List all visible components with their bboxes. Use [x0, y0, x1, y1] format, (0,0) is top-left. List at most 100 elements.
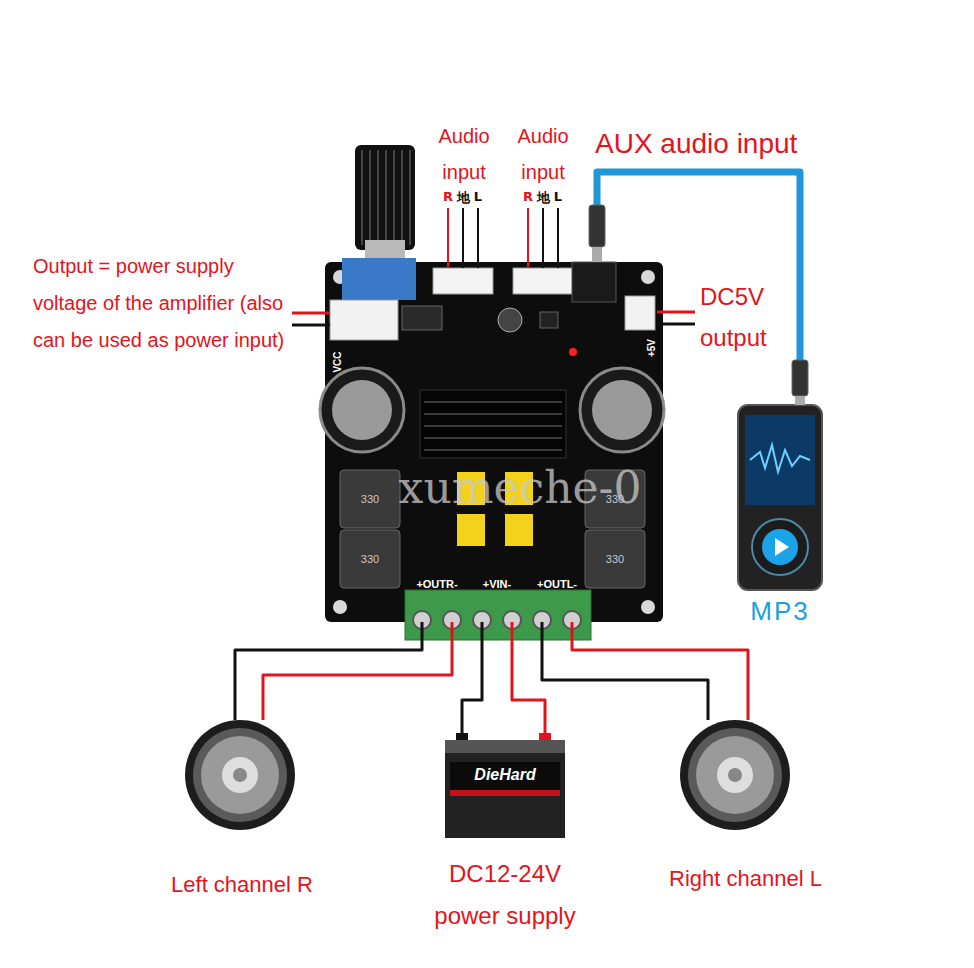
speaker-wire [263, 622, 452, 720]
heatsink [420, 390, 566, 458]
pin-line [462, 208, 464, 268]
port-label: Audio input [427, 118, 501, 190]
film-capacitor [505, 514, 533, 546]
diode [402, 306, 442, 330]
dust-cap-center [233, 768, 247, 782]
audio-plug [792, 360, 808, 396]
battery-body [445, 753, 565, 838]
leader-line [292, 312, 330, 315]
edge-group [235, 172, 800, 735]
mp3-button [752, 519, 808, 575]
dust-cap [222, 757, 258, 793]
battery-brand: DieHard [474, 766, 535, 784]
ridge [393, 150, 395, 245]
audio-plug [589, 205, 605, 247]
knob-ridges [362, 150, 410, 245]
play-button [762, 529, 798, 565]
led [569, 348, 577, 356]
speaker: Right channel L [664, 720, 827, 900]
mount-hole [641, 270, 655, 284]
terminal-block [405, 590, 591, 640]
dust-cap-center [728, 768, 742, 782]
pin-line [477, 208, 479, 268]
electrolytic-capacitor [320, 368, 404, 452]
speaker-wire [572, 622, 748, 720]
leader-line [657, 323, 695, 326]
heatsink-fins [424, 402, 562, 450]
dust-cap [717, 757, 753, 793]
pin-name: 地 [457, 189, 470, 207]
audio-connector [433, 268, 493, 294]
inductor [340, 530, 400, 588]
mp3-body [738, 405, 822, 590]
mp3-screen [745, 415, 815, 505]
pin-name: 地 [537, 189, 550, 207]
pin-line [557, 208, 559, 268]
film-capacitor [457, 514, 485, 546]
speaker-surround [193, 728, 287, 822]
speaker-rim [185, 720, 295, 830]
silkscreen-label: VCC [332, 351, 343, 372]
pin-name: R [523, 189, 533, 204]
port-label: DC5V output [700, 276, 800, 358]
capacitor-top [592, 380, 652, 440]
fin [424, 437, 562, 439]
speaker: Left channel R [166, 720, 318, 900]
speaker-cone [696, 736, 774, 814]
power-wire [512, 622, 545, 735]
mount-hole [333, 600, 347, 614]
device-caption: MP3 [750, 596, 809, 627]
power-wire [462, 622, 482, 735]
pin-line [447, 208, 449, 268]
port-label: Audio input [506, 118, 580, 190]
mount-hole [641, 600, 655, 614]
5v-connector [625, 296, 655, 330]
mp3-player: MP3 [735, 405, 825, 630]
pin-name: L [474, 189, 482, 204]
battery-lid [445, 740, 565, 753]
amplifier-board: VCC+5V+OUTR-+VIN-+OUTL- [325, 262, 663, 622]
watermark: xumeche-0 [399, 462, 642, 513]
component-value: 330 [361, 553, 379, 565]
battery-stripe [450, 790, 560, 796]
leader-line [657, 311, 695, 314]
silkscreen-label: +5V [646, 339, 657, 357]
pin-name: R [443, 189, 453, 204]
note: Output = power supply voltage of the amp… [33, 248, 285, 359]
ridge [361, 150, 363, 245]
speaker-caption: Left channel R [171, 872, 313, 898]
capacitor-top [332, 380, 392, 440]
play-icon [775, 538, 789, 556]
fin [424, 425, 562, 427]
fin [424, 413, 562, 415]
pin-line [542, 208, 544, 268]
plug-tip [592, 247, 602, 262]
pin-name: L [554, 189, 562, 204]
audio-jack [572, 262, 616, 302]
small-capacitor [498, 308, 522, 332]
ridge [401, 150, 403, 245]
vcc-connector [330, 300, 398, 340]
chip [540, 312, 558, 328]
terminal-screws [413, 611, 581, 629]
ridge [385, 150, 387, 245]
ridge [409, 150, 411, 245]
ridge [369, 150, 371, 245]
speaker-rim [680, 720, 790, 830]
power-caption: DC12-24V power supply [416, 853, 594, 937]
inductor [585, 530, 645, 588]
potentiometer [342, 258, 416, 300]
sound-wave [750, 445, 810, 472]
electrolytic-capacitor [580, 368, 664, 452]
terminal-label: +OUTR- [416, 578, 457, 590]
leader-line [292, 324, 330, 327]
speaker-wire [542, 622, 708, 720]
plug-tip [795, 396, 805, 405]
aux-cable [597, 172, 800, 405]
knob [355, 145, 415, 250]
inductor [340, 470, 400, 528]
audio-connector [513, 268, 573, 294]
speaker-surround [688, 728, 782, 822]
speaker-caption: Right channel L [669, 866, 822, 892]
